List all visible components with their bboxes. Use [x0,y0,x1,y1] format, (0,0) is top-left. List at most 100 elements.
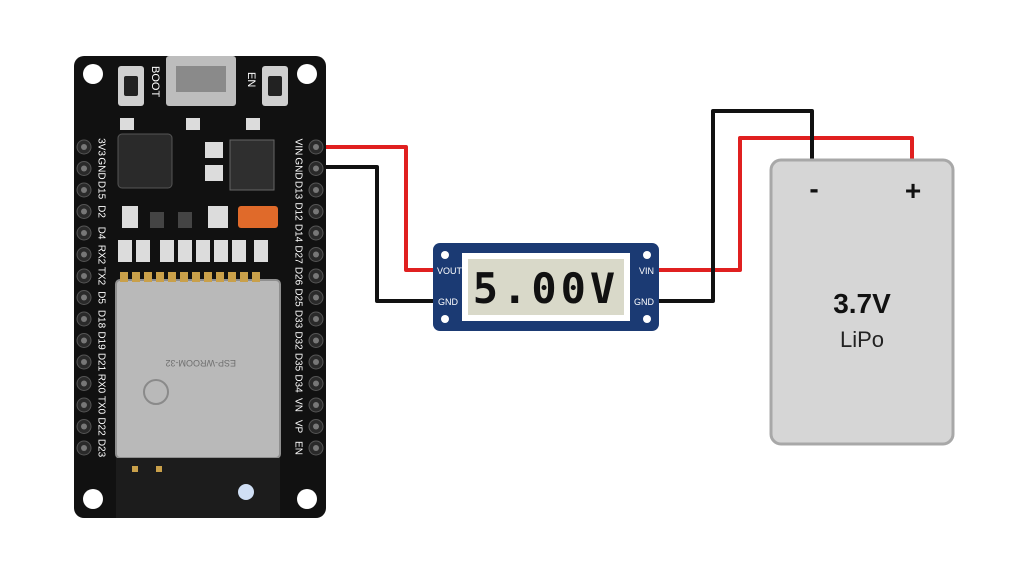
pin-label-d25: D25 [292,288,303,307]
led [238,484,254,500]
pin-label-gnd: GND [292,157,303,179]
pin-label-d15: D15 [95,181,106,200]
header-pin-hole [313,230,319,236]
header-pin-hole [81,423,87,430]
converter-hole [441,315,449,323]
converter-hole [441,251,449,259]
header-pin-hole [81,445,87,451]
wire-gnd-to-gnd-left [324,165,439,303]
header-pin-hole [313,316,319,322]
pin-label-en: EN [292,441,303,455]
header-pin-hole [313,380,319,387]
module-logo [143,379,169,405]
left-pin-header [76,139,92,456]
header-pin-hole [313,445,319,451]
pin-label-tx2: TX2 [95,267,106,286]
pin-label-d27: D27 [292,245,303,264]
en-label: EN [245,72,257,87]
pin-label-d18: D18 [95,310,106,329]
pin-label-d22: D22 [95,417,106,436]
smd-component [205,142,223,158]
header-pin-hole [81,251,87,258]
smd-component [246,118,260,130]
header-pin-hole [313,337,319,344]
pin-label-d19: D19 [95,331,106,350]
smd-component [150,212,164,228]
pin-label-d2: D2 [95,205,106,218]
right-pin-header [308,139,324,456]
pin-label-gnd: GND [95,157,106,179]
converter-screen [468,259,624,315]
usb-port-inner [176,66,226,92]
header-pin-hole [313,423,319,430]
smd-component [120,118,134,130]
header-pin-hole [81,316,87,322]
pin-label-3v3: 3V3 [95,138,106,156]
battery-negative-terminal: - [809,173,818,204]
header-pin-hole [81,165,87,172]
pin-label-d35: D35 [292,353,303,372]
header-pin-hole [81,273,87,279]
module-castellations [120,272,260,282]
header-pin-hole [313,251,319,258]
smd-component [208,206,228,228]
lipo-battery: - + 3.7V LiPo [769,158,955,446]
converter-vout-label: VOUT [437,266,463,276]
pin-label-d33: D33 [292,310,303,329]
left-pin-labels: 3V3GNDD15D2D4RX2TX2D5D18D19D21RX0TX0D22D… [95,138,106,458]
boot-button-cap [124,76,138,96]
battery-body [769,158,955,446]
converter-vin-label: VIN [639,266,654,276]
voltage-converter: 5.00V VOUT GND VIN GND [433,243,659,331]
battery-voltage: 3.7V [833,288,891,319]
smd-component [122,206,138,228]
pin-label-d34: D34 [292,374,303,393]
esp32-board: BOOT EN [74,56,326,518]
converter-hole [643,251,651,259]
battery-positive-terminal: + [905,175,921,206]
header-pin-hole [81,380,87,387]
smd-component [178,212,192,228]
module-antenna [116,458,280,518]
esp-wroom-module: ESP-WROOM-32 [115,272,281,518]
voltage-regulator [229,139,275,191]
wire-vin-to-vout [324,145,439,272]
header-pin-hole [313,165,319,172]
pin-label-d32: D32 [292,331,303,350]
header-pin-hole [313,294,319,301]
pin-label-d12: D12 [292,202,303,221]
header-pin-hole [313,187,319,193]
header-pin-hole [81,230,87,236]
pin-label-d5: D5 [95,291,106,304]
module-shield [115,279,281,459]
converter-hole [643,315,651,323]
header-pin-hole [313,402,319,408]
header-pin-hole [313,144,319,150]
pin-label-d13: D13 [292,181,303,200]
pin-label-d14: D14 [292,224,303,243]
header-pin-hole [81,359,87,365]
pin-label-d21: D21 [95,353,106,372]
battery-chemistry: LiPo [840,327,884,352]
mounting-hole [83,64,103,84]
pin-label-d4: D4 [95,227,106,240]
smd-component [205,165,223,181]
header-pin-hole [81,337,87,344]
wire-gnd-to-battery-negative [655,109,814,303]
right-pin-labels: VINGNDD13D12D14D27D26D25D33D32D35D34VNVP… [292,139,303,455]
pin-label-tx0: TX0 [95,396,106,415]
header-pin-hole [81,144,87,150]
mounting-hole [297,489,317,509]
pin-label-vp: VP [292,420,303,434]
header-pin-hole [313,208,319,215]
smd-component [238,206,278,228]
smd-component [132,466,138,472]
header-pin-hole [313,359,319,365]
pin-label-vin: VIN [292,139,303,156]
converter-gnd-left-label: GND [438,297,459,307]
header-pin-hole [81,402,87,408]
pin-label-d23: D23 [95,439,106,458]
mounting-hole [83,489,103,509]
smd-component [186,118,200,130]
